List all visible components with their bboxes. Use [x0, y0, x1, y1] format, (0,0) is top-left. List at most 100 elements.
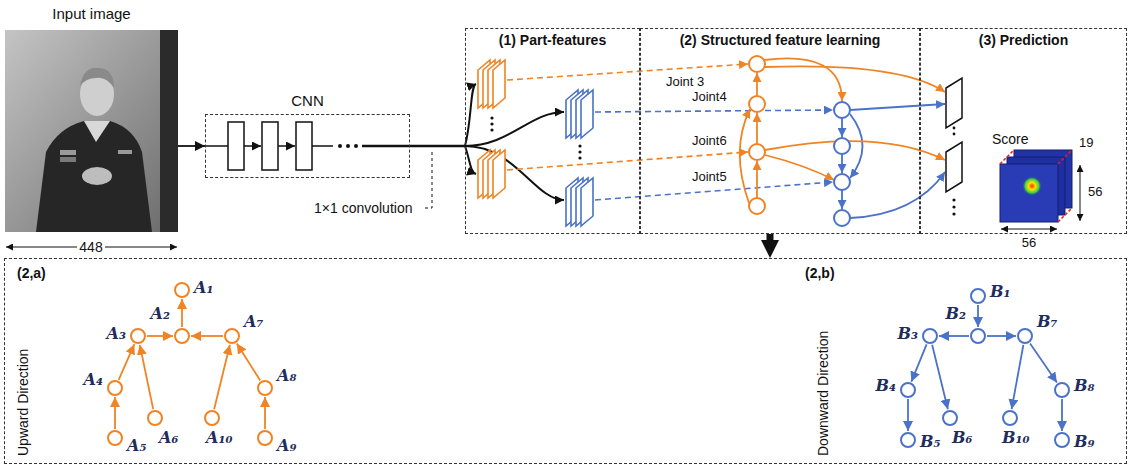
cnn-layers	[262, 122, 278, 170]
cnn-layers	[346, 144, 350, 148]
tree-panel: (2,a)Upward Direction(2,b)Downward Direc…	[4, 258, 1127, 464]
node-symbol: B₉	[1074, 432, 1095, 451]
branch-lines	[465, 146, 476, 174]
connector-arrow	[214, 345, 230, 410]
connector-arrow	[907, 399, 909, 431]
tree-node: A₁₀	[204, 410, 220, 426]
stage-panel: (2) Structured feature learning	[640, 28, 920, 234]
input-photo	[5, 30, 178, 232]
node-symbol: A₂	[151, 304, 170, 323]
score-heatmaps	[1000, 150, 1072, 222]
connector-arrow	[911, 344, 926, 381]
dimension-label: 56	[1086, 185, 1104, 200]
orange-feature-maps	[478, 60, 505, 198]
cnn-layers	[278, 145, 295, 147]
dimension-label: 19	[1077, 136, 1095, 151]
ellipsis-dots	[490, 116, 493, 119]
node-symbol: B₃	[897, 324, 918, 343]
joint-arrows	[595, 110, 833, 112]
message-passing-arrows	[765, 155, 834, 180]
cnn-layers	[206, 122, 410, 170]
feature-circles	[834, 138, 850, 154]
connector-arrow	[264, 397, 266, 429]
message-passing-arrows	[765, 141, 945, 160]
branch-lines	[465, 112, 564, 146]
panel-heading: (1) Part-features	[499, 32, 606, 49]
message-passing-arrows	[740, 58, 945, 218]
tree-node: B₆	[942, 410, 958, 426]
joint-arrows	[507, 64, 833, 200]
dimension-label: 448	[77, 239, 104, 255]
output-label: Score	[990, 131, 1031, 147]
node-symbol: B₆	[952, 428, 973, 447]
message-passing-arrows	[764, 58, 842, 101]
tree-node: A₃	[130, 328, 146, 344]
connector-arrow	[147, 335, 173, 337]
tree-node: A₂	[174, 328, 190, 344]
tree-node: B₈	[1054, 382, 1070, 398]
input-photo	[60, 157, 76, 162]
connector-arrow	[119, 344, 135, 380]
connector-arrow	[939, 335, 969, 337]
message-passing-arrows	[850, 114, 863, 178]
node-symbol: B₅	[920, 432, 941, 451]
cnn-layers	[354, 144, 358, 148]
message-passing-arrows	[850, 104, 945, 110]
cnn-layers	[338, 144, 342, 148]
ellipsis-dots	[490, 116, 955, 215]
ellipsis-dots	[578, 156, 581, 159]
ellipsis-dots	[490, 122, 493, 125]
connector-arrow	[767, 234, 774, 244]
tree-node: B₃	[922, 328, 938, 344]
connector-arrow	[1012, 345, 1024, 409]
tree-node: A₆	[147, 410, 163, 426]
branch-lines	[465, 84, 476, 146]
message-passing-arrows	[756, 113, 758, 144]
node-symbol: B₇	[1037, 312, 1058, 331]
node-symbol: A₇	[244, 312, 263, 331]
operation-label: 1×1 convolution	[312, 200, 414, 216]
tree-node: A₅	[107, 430, 123, 446]
connector-arrow	[410, 145, 465, 148]
direction-label: Upward Direction	[15, 349, 32, 456]
connector-arrow	[1061, 399, 1063, 431]
joint-label: Joint 3	[664, 75, 706, 90]
ellipsis-dots	[953, 127, 956, 130]
dimension-label: 56	[1020, 236, 1038, 251]
message-passing-arrows	[765, 66, 945, 92]
tree-node: B₁	[970, 288, 986, 304]
connector-arrow	[114, 397, 116, 429]
tree-node: B₄	[900, 382, 916, 398]
node-symbol: A₃	[107, 324, 126, 343]
message-passing-arrows	[841, 118, 843, 137]
cnn-layers	[362, 145, 410, 148]
feature-circles	[834, 174, 850, 190]
joint-label: Joint4	[690, 90, 729, 105]
tree-node: A₇	[224, 328, 240, 344]
feature-circles	[749, 56, 850, 226]
feature-circles	[834, 102, 850, 118]
connector-arrow	[140, 345, 153, 409]
connector-arrow	[1030, 343, 1057, 382]
tree-node: B₁₀	[1002, 410, 1018, 426]
joint-arrows	[507, 64, 748, 80]
connector-arrow	[987, 335, 1016, 337]
score-heatmaps	[1058, 150, 1072, 164]
cnn-layers	[296, 122, 312, 170]
joint-label: Joint6	[690, 134, 729, 149]
blue-feature-maps	[566, 90, 593, 226]
message-passing-arrows	[841, 190, 843, 209]
joint-arrows	[507, 152, 748, 170]
dimension-line	[1001, 229, 1057, 230]
cnn-heading: CNN	[291, 92, 324, 110]
node-symbol: B₄	[875, 376, 896, 395]
cnn-layers	[244, 145, 261, 147]
feature-circles	[749, 198, 765, 214]
input-photo	[5, 30, 178, 232]
node-symbol: B₁₀	[1002, 428, 1030, 447]
ellipsis-dots	[578, 150, 581, 153]
orange-feature-maps	[493, 60, 505, 108]
direction-label: Downward Direction	[815, 331, 832, 456]
node-symbol: B₁	[990, 282, 1011, 301]
